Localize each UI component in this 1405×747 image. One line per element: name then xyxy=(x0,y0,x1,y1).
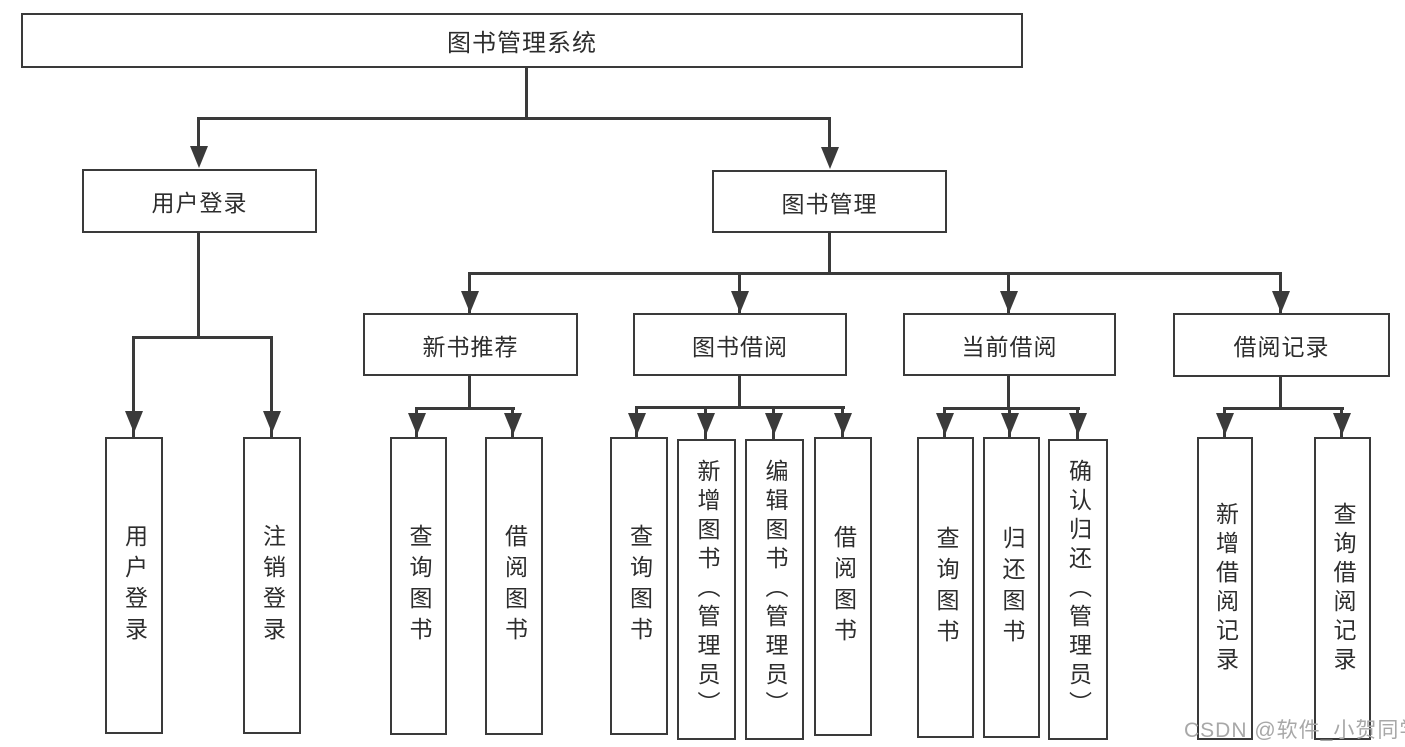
leaf-borrowing-borrow-books-label: 借阅图书 xyxy=(830,524,857,649)
connector-book-mgmt-stem xyxy=(828,117,831,150)
arrowhead-user-login-icon xyxy=(190,146,208,168)
connector-current-borrow-hline xyxy=(943,407,1080,410)
arrowhead-new-book-icon xyxy=(461,291,479,313)
connector-book-borrow-hline xyxy=(635,406,845,409)
arrowhead-nbr-query-icon xyxy=(408,413,426,435)
node-library-system-label: 图书管理系统 xyxy=(447,30,597,57)
connector-new-book-hline xyxy=(415,407,515,410)
arrowhead-book-borrow-icon xyxy=(731,291,749,313)
connector-leaf-login-stem xyxy=(132,336,135,437)
leaf-add-books-admin-label: 新增图书（管理员） xyxy=(694,459,720,720)
arrowhead-book-mgmt-icon xyxy=(821,147,839,169)
leaf-add-borrow-record: 新增借阅记录 xyxy=(1197,437,1253,740)
connector-root-stem xyxy=(525,68,528,117)
connector-book-mgmt-hline xyxy=(468,272,1282,275)
connector-user-login-hline xyxy=(132,336,273,339)
arrowhead-bb-add-icon xyxy=(697,413,715,435)
connector-book-borrow-down xyxy=(738,376,741,409)
node-book-management: 图书管理 xyxy=(712,170,947,233)
leaf-add-borrow-record-label: 新增借阅记录 xyxy=(1212,501,1239,676)
arrowhead-bb-query-icon xyxy=(628,413,646,435)
leaf-query-borrow-record-label: 查询借阅记录 xyxy=(1330,501,1356,676)
leaf-logout-label: 注销登录 xyxy=(259,523,286,648)
connector-borrow-records-down xyxy=(1279,377,1282,410)
node-new-book-recommend-label: 新书推荐 xyxy=(422,333,519,360)
leaf-return-books: 归还图书 xyxy=(983,437,1040,738)
arrowhead-borrow-records-icon xyxy=(1272,291,1290,313)
arrowhead-cb-return-icon xyxy=(1001,413,1019,435)
leaf-confirm-return-admin-label: 确认归还（管理员） xyxy=(1065,459,1092,720)
arrowhead-leaf-logout-icon xyxy=(263,411,281,433)
leaf-user-login-label: 用户登录 xyxy=(121,523,148,648)
node-borrow-records-label: 借阅记录 xyxy=(1233,334,1330,360)
connector-book-mgmt-down xyxy=(828,233,831,275)
node-new-book-recommend: 新书推荐 xyxy=(363,313,578,376)
leaf-user-login: 用户登录 xyxy=(105,437,163,734)
arrowhead-br-add-icon xyxy=(1216,413,1234,435)
arrowhead-cb-query-icon xyxy=(936,413,954,435)
leaf-current-query-books-label: 查询图书 xyxy=(933,525,959,650)
connector-leaf-logout-stem xyxy=(270,336,273,437)
leaf-recommend-query-books-label: 查询图书 xyxy=(406,524,432,648)
connector-user-login-stem xyxy=(197,117,200,150)
leaf-recommend-borrow-books: 借阅图书 xyxy=(485,437,543,735)
node-user-login-label: 用户登录 xyxy=(151,190,248,216)
leaf-current-query-books: 查询图书 xyxy=(917,437,974,738)
leaf-recommend-query-books: 查询图书 xyxy=(390,437,447,735)
arrowhead-cb-confirm-icon xyxy=(1069,413,1087,435)
node-current-borrowing-label: 当前借阅 xyxy=(961,333,1058,360)
node-current-borrowing: 当前借阅 xyxy=(903,313,1116,376)
node-book-borrowing: 图书借阅 xyxy=(633,313,847,376)
connector-new-book-down xyxy=(468,375,471,410)
leaf-borrowing-query-books-label: 查询图书 xyxy=(626,524,653,648)
leaf-add-books-admin: 新增图书（管理员） xyxy=(677,439,736,740)
connector-borrow-records-hline xyxy=(1223,407,1344,410)
connector-user-login-down xyxy=(197,233,200,339)
node-library-system: 图书管理系统 xyxy=(21,13,1023,68)
leaf-confirm-return-admin: 确认归还（管理员） xyxy=(1048,439,1108,740)
arrowhead-current-borrow-icon xyxy=(1000,291,1018,313)
arrowhead-nbr-borrow-icon xyxy=(504,413,522,435)
connector-current-borrow-down xyxy=(1007,376,1010,410)
leaf-logout: 注销登录 xyxy=(243,437,301,734)
leaf-edit-books-admin: 编辑图书（管理员） xyxy=(745,439,804,740)
leaf-edit-books-admin-label: 编辑图书（管理员） xyxy=(762,459,788,720)
leaf-borrowing-borrow-books: 借阅图书 xyxy=(814,437,872,736)
node-book-borrowing-label: 图书借阅 xyxy=(692,333,788,360)
leaf-borrowing-query-books: 查询图书 xyxy=(610,437,668,735)
csdn-watermark: CSDN @软件_小贺同学 xyxy=(1184,719,1405,742)
node-user-login: 用户登录 xyxy=(82,169,317,233)
arrowhead-bb-borrow-icon xyxy=(834,413,852,435)
node-book-management-label: 图书管理 xyxy=(781,190,878,217)
arrowhead-bb-edit-icon xyxy=(765,413,783,435)
leaf-recommend-borrow-books-label: 借阅图书 xyxy=(501,524,528,648)
leaf-return-books-label: 归还图书 xyxy=(999,525,1025,650)
leaf-query-borrow-record: 查询借阅记录 xyxy=(1314,437,1371,740)
arrowhead-br-query-icon xyxy=(1333,413,1351,435)
node-borrow-records: 借阅记录 xyxy=(1173,313,1390,377)
arrowhead-leaf-login-icon xyxy=(125,411,143,433)
connector-root-hline xyxy=(198,117,831,120)
